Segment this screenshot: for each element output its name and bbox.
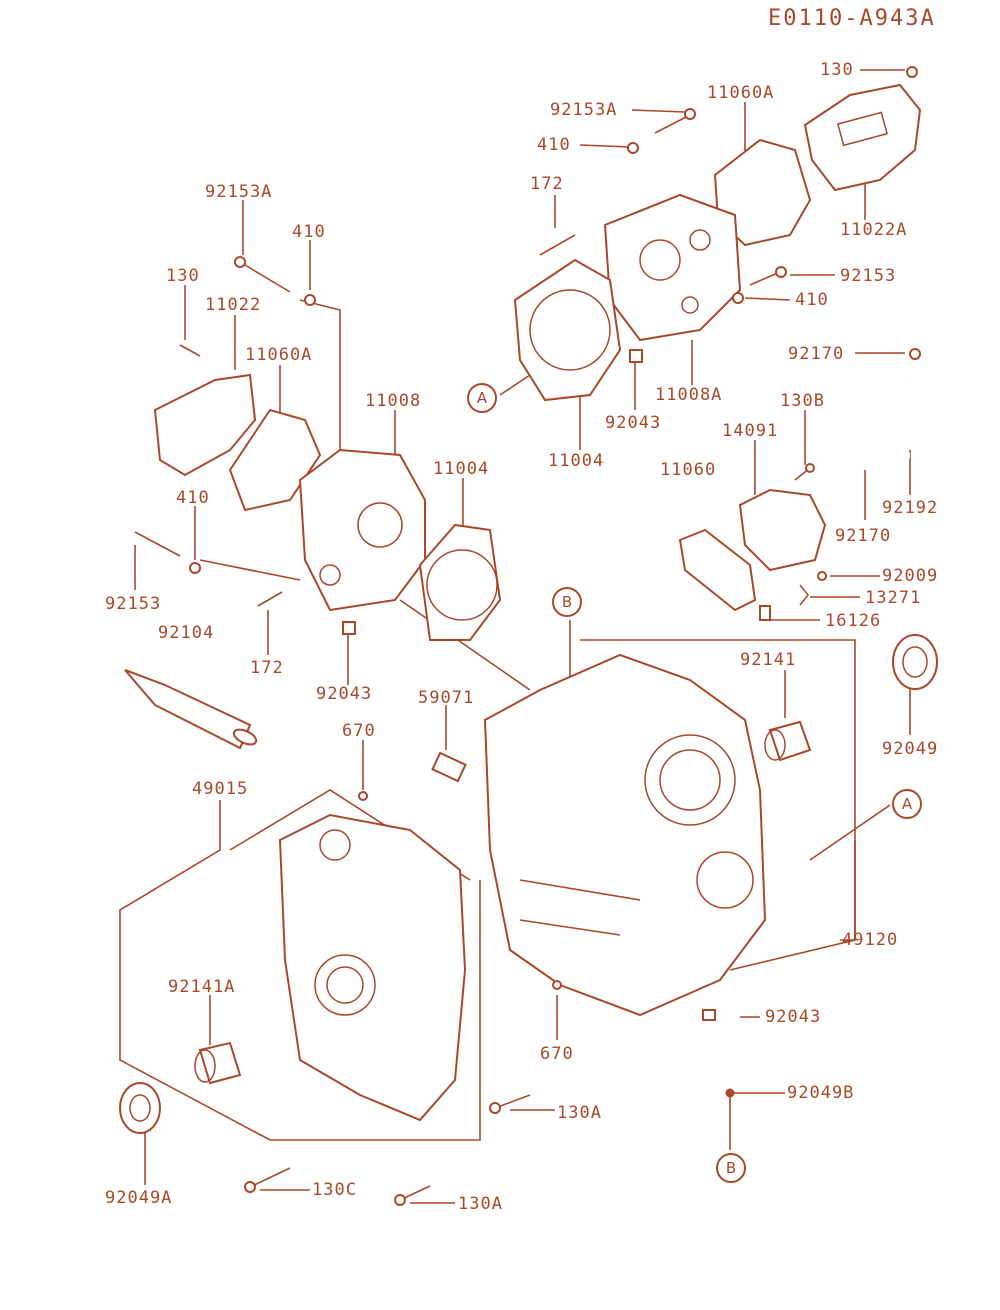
label-92104: 92104	[158, 623, 215, 643]
label-130a-bottom: 130A	[458, 1194, 503, 1214]
label-11008a: 11008A	[655, 385, 723, 405]
label-49015: 49015	[192, 779, 249, 799]
leader-lines	[119, 69, 911, 1204]
label-16126: 16126	[825, 611, 882, 631]
label-49120: 49120	[842, 930, 899, 950]
label-11004-right: 11004	[548, 451, 605, 471]
label-92153-left: 92153	[105, 594, 162, 614]
label-11060: 11060	[660, 460, 717, 480]
label-11022: 11022	[205, 295, 262, 315]
label-14091: 14091	[722, 421, 779, 441]
label-92170-top: 92170	[788, 344, 845, 364]
label-410-right: 410	[795, 290, 829, 310]
diagram-code: E0110-A943A	[768, 6, 936, 31]
label-92049b: 92049B	[787, 1083, 855, 1103]
label-670-top: 670	[342, 721, 376, 741]
label-130b: 130B	[780, 391, 825, 411]
label-410-left-top: 410	[292, 222, 326, 242]
label-130-top: 130	[820, 60, 854, 80]
label-92043-left: 92043	[316, 684, 373, 704]
label-92043-top: 92043	[605, 413, 662, 433]
label-92049a: 92049A	[105, 1188, 173, 1208]
label-11060a-top: 11060A	[707, 83, 775, 103]
label-410-top: 410	[537, 135, 571, 155]
callout-a-right: A	[892, 789, 922, 819]
label-92043-bottom: 92043	[765, 1007, 822, 1027]
label-92170-mid: 92170	[835, 526, 892, 546]
label-92141: 92141	[740, 650, 797, 670]
label-130-left: 130	[166, 266, 200, 286]
label-92141a: 92141A	[168, 977, 236, 997]
label-11022a: 11022A	[840, 220, 908, 240]
part-shapes	[119, 66, 938, 1206]
label-11004-left: 11004	[433, 459, 490, 479]
label-92192: 92192	[882, 498, 939, 518]
label-130a-mid: 130A	[557, 1103, 602, 1123]
label-92153-right: 92153	[840, 266, 897, 286]
label-410-left-mid: 410	[176, 488, 210, 508]
label-92153a-left: 92153A	[205, 182, 273, 202]
callout-b-upper: B	[552, 587, 582, 617]
label-130c: 130C	[312, 1180, 357, 1200]
label-172-top: 172	[530, 174, 564, 194]
label-172-left: 172	[250, 658, 284, 678]
label-11060a-left: 11060A	[245, 345, 313, 365]
label-670-bottom: 670	[540, 1044, 574, 1064]
label-11008: 11008	[365, 391, 422, 411]
label-59071: 59071	[418, 688, 475, 708]
label-92049: 92049	[882, 739, 939, 759]
label-92153a-top: 92153A	[550, 100, 618, 120]
callout-b-lower: B	[716, 1153, 746, 1183]
label-92009: 92009	[882, 566, 939, 586]
label-13271: 13271	[865, 588, 922, 608]
callout-a-upper: A	[467, 383, 497, 413]
